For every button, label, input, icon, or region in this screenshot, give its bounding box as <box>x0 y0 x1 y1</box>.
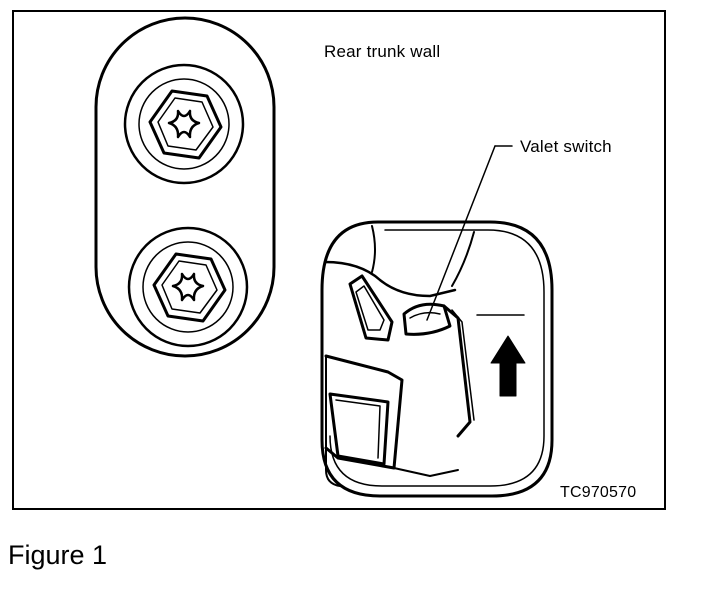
screw-top-icon <box>123 63 245 185</box>
figure-code-label: TC970570 <box>560 484 637 501</box>
valet-switch-leader-line <box>426 145 513 321</box>
screw-bottom-icon <box>127 226 249 348</box>
figure-caption: Figure 1 <box>8 540 108 570</box>
inset-detail <box>320 220 554 498</box>
mounting-plate <box>94 16 276 358</box>
figure-frame <box>12 10 666 510</box>
up-arrow-icon <box>490 335 526 397</box>
rear-trunk-wall-label: Rear trunk wall <box>324 42 441 61</box>
valet-switch-label: Valet switch <box>520 137 612 156</box>
